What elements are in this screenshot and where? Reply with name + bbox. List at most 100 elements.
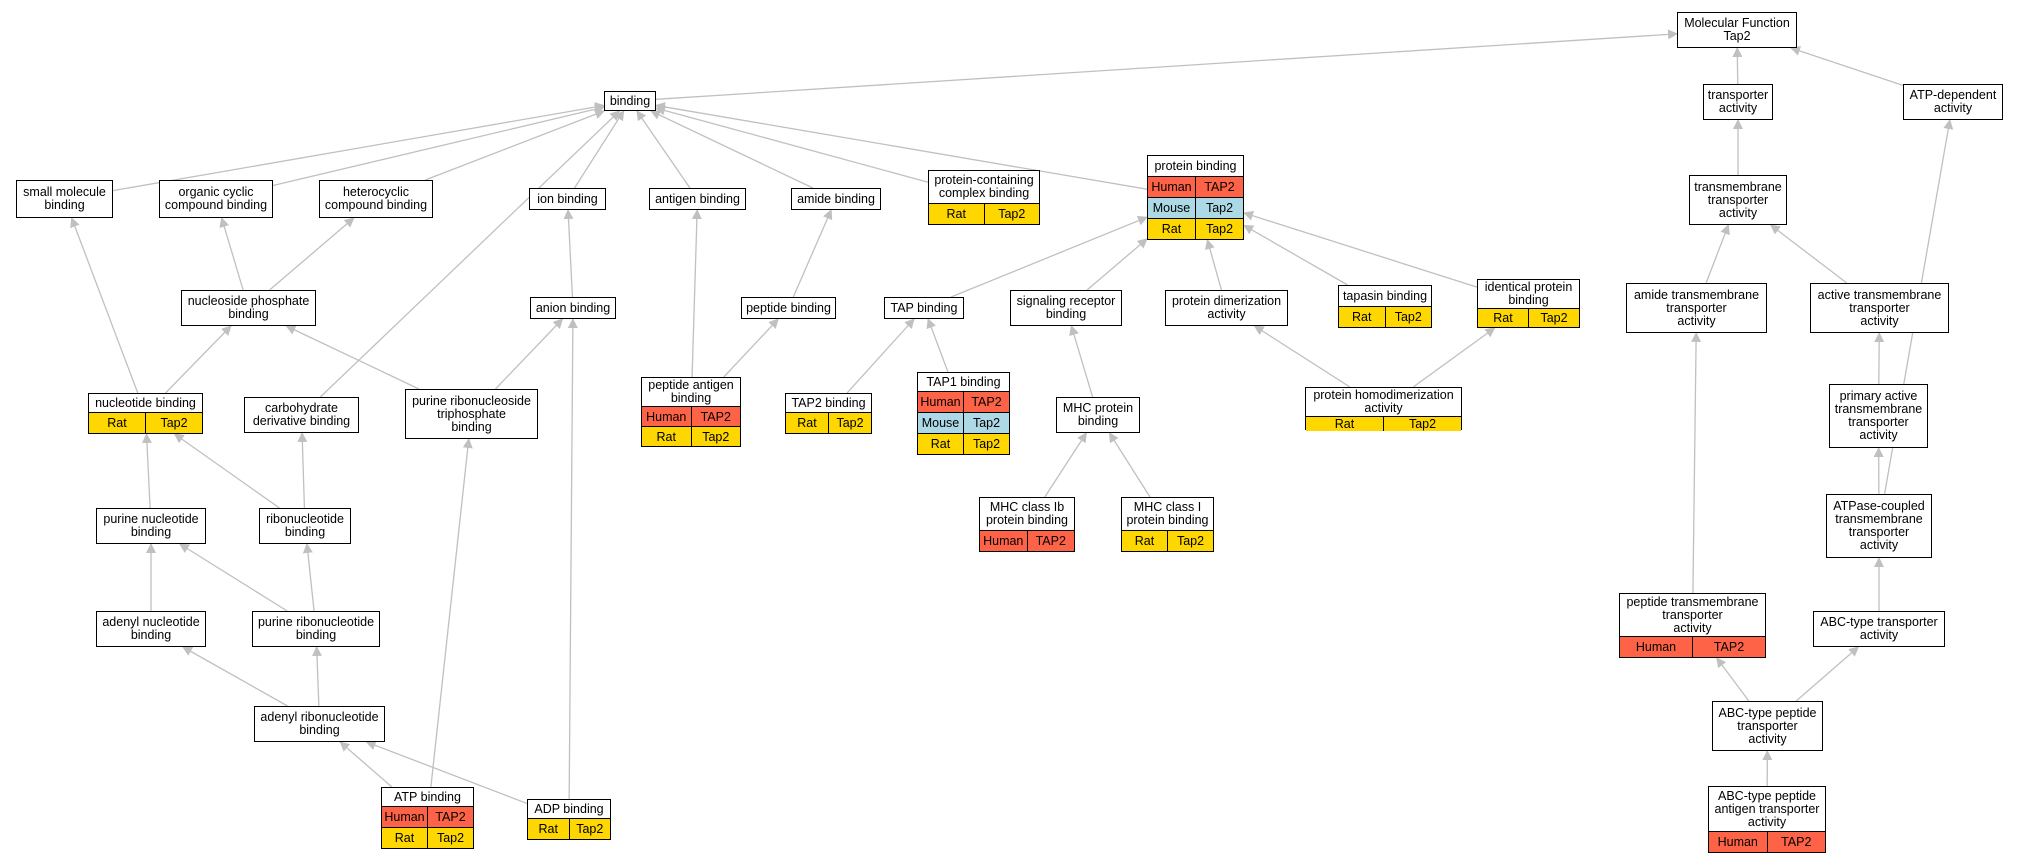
- node-amide: amide binding: [791, 188, 881, 210]
- edge-amidetmt-to-tmt: [1705, 224, 1730, 284]
- node-label: peptide antigen binding: [648, 378, 734, 405]
- edge-nucphos-to-hetcyc: [269, 217, 355, 291]
- node-label: anion binding: [535, 300, 611, 315]
- edge-amide-to-binding: [650, 110, 814, 189]
- node-label: TAP1 binding: [926, 374, 1001, 389]
- node-tap: TAP binding: [884, 297, 964, 319]
- node-anion: anion binding: [530, 297, 616, 319]
- node-nucphos: nucleoside phosphate binding: [181, 290, 316, 326]
- edge-purinetri-to-anion: [494, 318, 564, 390]
- edge-anion-to-ion: [563, 209, 574, 298]
- node-label: transporter activity: [1707, 88, 1769, 115]
- node-transporter: transporter activity: [1703, 84, 1773, 120]
- node-purribo: purine ribonucleotide binding: [252, 611, 380, 647]
- species-cell: Mouse: [1152, 201, 1191, 215]
- edge-ribonuc-to-carb: [297, 432, 308, 509]
- node-label: amide binding: [797, 191, 875, 206]
- node-abcpepant: ABC-type peptide antigen transporter act…: [1708, 786, 1826, 853]
- species-cell: Human: [384, 810, 425, 824]
- gene-cell: Tap2: [427, 828, 473, 848]
- node-label: primary active transmembrane transporter…: [1834, 389, 1923, 442]
- edge-pepant-to-antigen: [691, 209, 702, 378]
- species-cell: Human: [983, 534, 1024, 548]
- gene-cell: TAP2: [690, 407, 741, 426]
- node-mhcprot: MHC protein binding: [1056, 397, 1140, 433]
- species-cell: Rat: [1352, 310, 1372, 324]
- node-label: purine nucleotide binding: [103, 512, 199, 539]
- edge-pepant-to-peptide: [723, 318, 779, 378]
- edge-nucphos-to-orgcyc: [219, 217, 244, 291]
- species-cell: Rat: [1493, 311, 1513, 325]
- node-mf: Molecular Function Tap2: [1677, 12, 1797, 48]
- edge-tapasin-to-protein: [1243, 224, 1348, 286]
- node-label: protein homodimerization activity: [1313, 388, 1454, 415]
- node-amidetmt: amide transmembrane transporter activity: [1626, 283, 1767, 333]
- gene-cell: Tap2: [568, 819, 611, 839]
- node-peptmt: peptide transmembrane transporter activi…: [1619, 593, 1766, 658]
- species-cell: Rat: [930, 437, 951, 451]
- edge-protein-to-binding: [655, 102, 1148, 190]
- node-label: nucleoside phosphate binding: [187, 294, 310, 321]
- edge-tap2-to-tap: [846, 318, 915, 394]
- edge-pccb-to-binding: [655, 105, 929, 183]
- node-label: active transmembrane transporter activit…: [1817, 287, 1942, 328]
- node-peptide: peptide binding: [741, 297, 836, 319]
- node-orgcyc: organic cyclic compound binding: [159, 180, 273, 218]
- edge-ribonuc-to-nucleotide: [173, 433, 280, 509]
- edge-adpb-to-anion: [567, 318, 578, 800]
- node-activetmt: active transmembrane transporter activit…: [1810, 283, 1949, 333]
- node-binding: binding: [604, 91, 656, 111]
- gene-cell: TAP2: [963, 392, 1009, 412]
- node-label: MHC protein binding: [1062, 401, 1134, 428]
- edge-adenribo-to-adenuc: [182, 646, 288, 707]
- edge-purribo-to-ribonuc: [302, 543, 315, 612]
- edge-abcpep-to-abc: [1795, 646, 1860, 702]
- species-cell: Rat: [656, 429, 676, 444]
- species-cell: Human: [1717, 835, 1758, 849]
- node-label: ribonucleotide binding: [266, 512, 344, 539]
- edge-sigrec-to-protein: [1086, 238, 1148, 291]
- node-label: ATP binding: [394, 789, 461, 804]
- node-atpdep: ATP-dependent activity: [1903, 84, 2003, 120]
- node-label: protein-containing complex binding: [934, 173, 1034, 200]
- node-abc: ABC-type transporter activity: [1813, 611, 1945, 647]
- annotation-row: Rat Tap2: [786, 412, 871, 433]
- node-purinetri: purine ribonucleoside triphosphate bindi…: [405, 389, 538, 439]
- node-label: TAP binding: [890, 300, 958, 315]
- gene-cell: Tap2: [1195, 198, 1243, 218]
- gene-cell: Tap2: [1167, 531, 1213, 551]
- gene-cell: Tap2: [828, 413, 871, 433]
- species-cell: Mouse: [921, 416, 960, 430]
- node-label: organic cyclic compound binding: [164, 185, 268, 212]
- edge-peptmt-to-amidetmt: [1691, 332, 1702, 594]
- edge-homodim-to-identical: [1412, 327, 1496, 388]
- node-label: transmembrane transporter activity: [1694, 179, 1782, 220]
- node-label: TAP2 binding: [791, 395, 866, 410]
- node-label: amide transmembrane transporter activity: [1633, 287, 1760, 328]
- gene-cell: Tap2: [690, 427, 741, 446]
- edge-mhcprot-to-sigrec: [1069, 325, 1094, 398]
- gene-cell: Tap2: [1195, 219, 1243, 239]
- node-label: MHC class Ib protein binding: [985, 500, 1068, 527]
- node-antigen: antigen binding: [649, 188, 746, 210]
- species-cell: Rat: [797, 416, 817, 430]
- node-label: nucleotide binding: [95, 395, 196, 410]
- edge-carb-to-binding: [319, 110, 621, 398]
- node-label: tapasin binding: [1342, 288, 1428, 303]
